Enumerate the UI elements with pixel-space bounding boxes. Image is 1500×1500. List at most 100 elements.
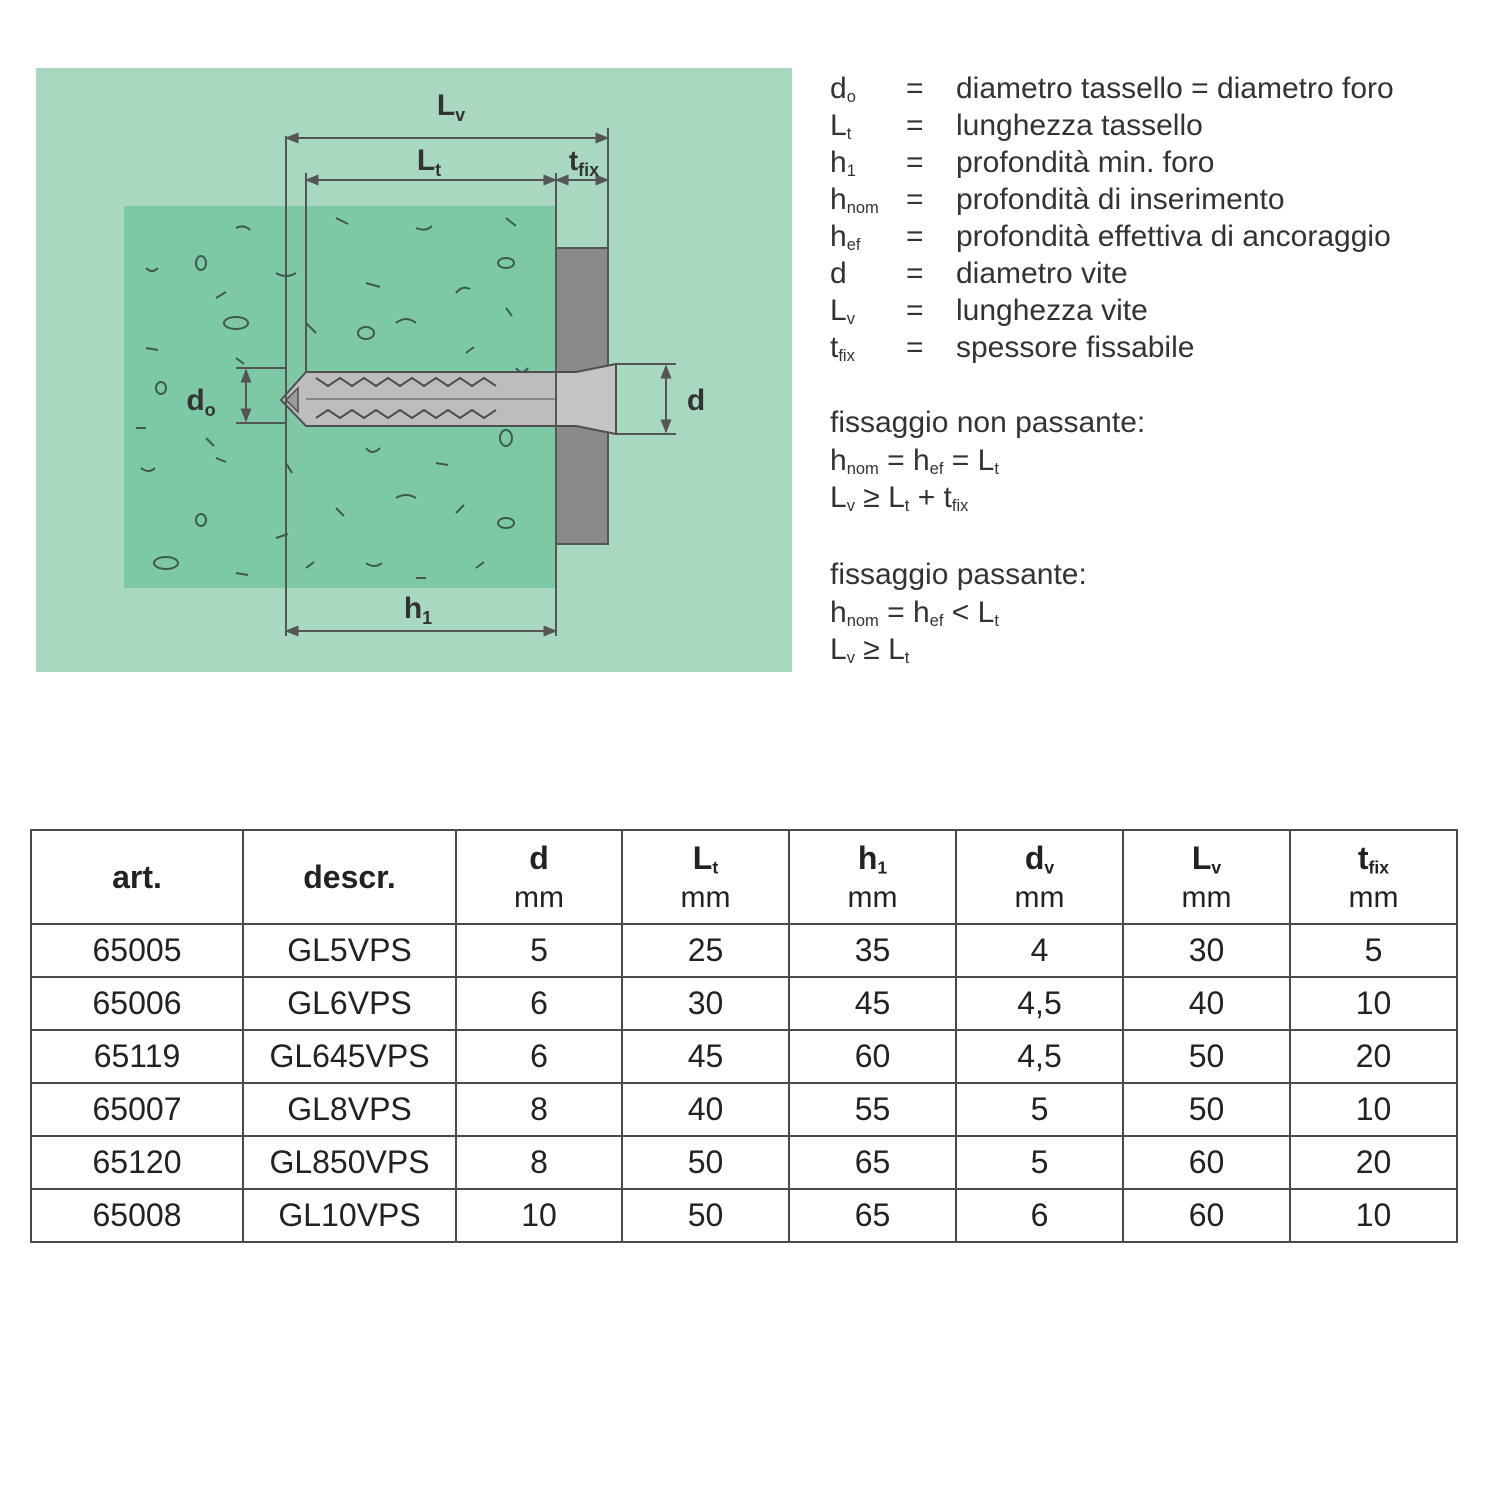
cell-d: 8 <box>455 1135 623 1190</box>
cell-Lt: 50 <box>621 1188 790 1243</box>
dimension-lines <box>236 128 676 637</box>
cell-descr: GL5VPS <box>242 923 457 978</box>
legend-symbol: Lt <box>830 109 852 144</box>
cell-d: 5 <box>455 923 623 978</box>
legend-equals: = <box>906 72 924 105</box>
cell-art: 65008 <box>30 1188 244 1243</box>
cell-art: 65120 <box>30 1135 244 1190</box>
wall-plug <box>279 371 557 427</box>
legend-row-Lt: Lt = lunghezza tassello <box>830 107 1470 144</box>
cell-tfix: 10 <box>1289 1082 1458 1137</box>
cell-dv: 5 <box>955 1135 1124 1190</box>
table-row: 65007 GL8VPS 8 40 55 5 50 10 <box>30 1082 1458 1137</box>
cell-tfix: 10 <box>1289 976 1458 1031</box>
cell-dv: 4,5 <box>955 1029 1124 1084</box>
table-row: 65120 GL850VPS 8 50 65 5 60 20 <box>30 1135 1458 1190</box>
legend-row-d0: do = diametro tassello = diametro foro <box>830 70 1470 107</box>
legend-description: spessore fissabile <box>956 331 1195 364</box>
cell-descr: GL6VPS <box>242 976 457 1031</box>
legend-equals: = <box>906 220 924 253</box>
cell-descr: GL10VPS <box>242 1188 457 1243</box>
legend-description: diametro vite <box>956 257 1128 290</box>
label-h1: h1 <box>404 592 432 628</box>
legend-symbol: hnom <box>830 183 879 218</box>
table-row: 65008 GL10VPS 10 50 65 6 60 10 <box>30 1188 1458 1243</box>
cell-d: 10 <box>455 1188 623 1243</box>
cell-descr: GL645VPS <box>242 1029 457 1084</box>
cell-Lt: 40 <box>621 1082 790 1137</box>
cell-tfix: 10 <box>1289 1188 1458 1243</box>
formula-line: Lv ≥ Lt + tfix <box>830 481 969 516</box>
legend-row-hef: hef = profondità effettiva di ancoraggio <box>830 218 1470 255</box>
cell-art: 65005 <box>30 923 244 978</box>
cell-d: 6 <box>455 976 623 1031</box>
label-d: d <box>687 384 705 417</box>
cell-d: 8 <box>455 1082 623 1137</box>
cell-Lt: 50 <box>621 1135 790 1190</box>
anchor-installation-diagram: Lv Lt tfix do d h1 <box>36 68 792 672</box>
cell-descr: GL8VPS <box>242 1082 457 1137</box>
header-art: art. <box>30 829 244 925</box>
cell-Lv: 50 <box>1122 1082 1291 1137</box>
table-row: 65005 GL5VPS 5 25 35 4 30 5 <box>30 923 1458 978</box>
legend-symbol: tfix <box>830 331 855 366</box>
legend-symbol: do <box>830 72 856 107</box>
cell-Lv: 40 <box>1122 976 1291 1031</box>
cell-h1: 65 <box>788 1135 957 1190</box>
diagram-svg: Lv Lt tfix do d h1 <box>36 68 792 672</box>
cell-dv: 4 <box>955 923 1124 978</box>
cell-descr: GL850VPS <box>242 1135 457 1190</box>
cell-art: 65006 <box>30 976 244 1031</box>
cell-tfix: 20 <box>1289 1029 1458 1084</box>
legend-description: diametro tassello = diametro foro <box>956 72 1394 105</box>
legend-symbol: h1 <box>830 146 856 181</box>
cell-h1: 35 <box>788 923 957 978</box>
formula-line: hnom = hef < Lt <box>830 596 999 631</box>
legend-row-tfix: tfix = spessore fissabile <box>830 329 1470 366</box>
legend-equals: = <box>906 257 924 290</box>
legend-row-hnom: hnom = profondità di inserimento <box>830 181 1470 218</box>
cell-tfix: 20 <box>1289 1135 1458 1190</box>
formula-line: hnom = hef = Lt <box>830 444 999 479</box>
cell-h1: 45 <box>788 976 957 1031</box>
legend-description: profondità effettiva di ancoraggio <box>956 220 1391 253</box>
cell-h1: 65 <box>788 1188 957 1243</box>
legend-description: profondità di inserimento <box>956 183 1285 216</box>
formula-line: Lv ≥ Lt <box>830 633 910 668</box>
cell-Lt: 30 <box>621 976 790 1031</box>
cell-dv: 5 <box>955 1082 1124 1137</box>
legend-symbol: Lv <box>830 294 855 329</box>
legend-row-d: d = diametro vite <box>830 255 1470 292</box>
legend-equals: = <box>906 183 924 216</box>
legend-row-Lv: Lv = lunghezza vite <box>830 292 1470 329</box>
legend-description: lunghezza tassello <box>956 109 1203 142</box>
cell-Lv: 30 <box>1122 923 1291 978</box>
screw-head <box>555 362 617 436</box>
label-d0: do <box>186 384 215 420</box>
legend-symbol: hef <box>830 220 861 255</box>
formula-title: fissaggio passante: <box>830 558 1087 591</box>
cell-Lt: 45 <box>621 1029 790 1084</box>
cell-art: 65007 <box>30 1082 244 1137</box>
cell-Lv: 60 <box>1122 1188 1291 1243</box>
concrete-aggregate <box>136 217 529 579</box>
cell-Lv: 50 <box>1122 1029 1291 1084</box>
table-row: 65006 GL6VPS 6 30 45 4,5 40 10 <box>30 976 1458 1031</box>
formula-passante: fissaggio passante: hnom = hef < Lt Lv ≥… <box>830 556 1470 668</box>
symbol-legend: do = diametro tassello = diametro foro L… <box>830 70 1470 668</box>
cell-h1: 60 <box>788 1029 957 1084</box>
formula-title: fissaggio non passante: <box>830 406 1146 439</box>
cell-tfix: 5 <box>1289 923 1458 978</box>
cell-d: 6 <box>455 1029 623 1084</box>
cell-Lt: 25 <box>621 923 790 978</box>
label-Lv: Lv <box>437 89 465 125</box>
label-Lt: Lt <box>417 144 441 180</box>
